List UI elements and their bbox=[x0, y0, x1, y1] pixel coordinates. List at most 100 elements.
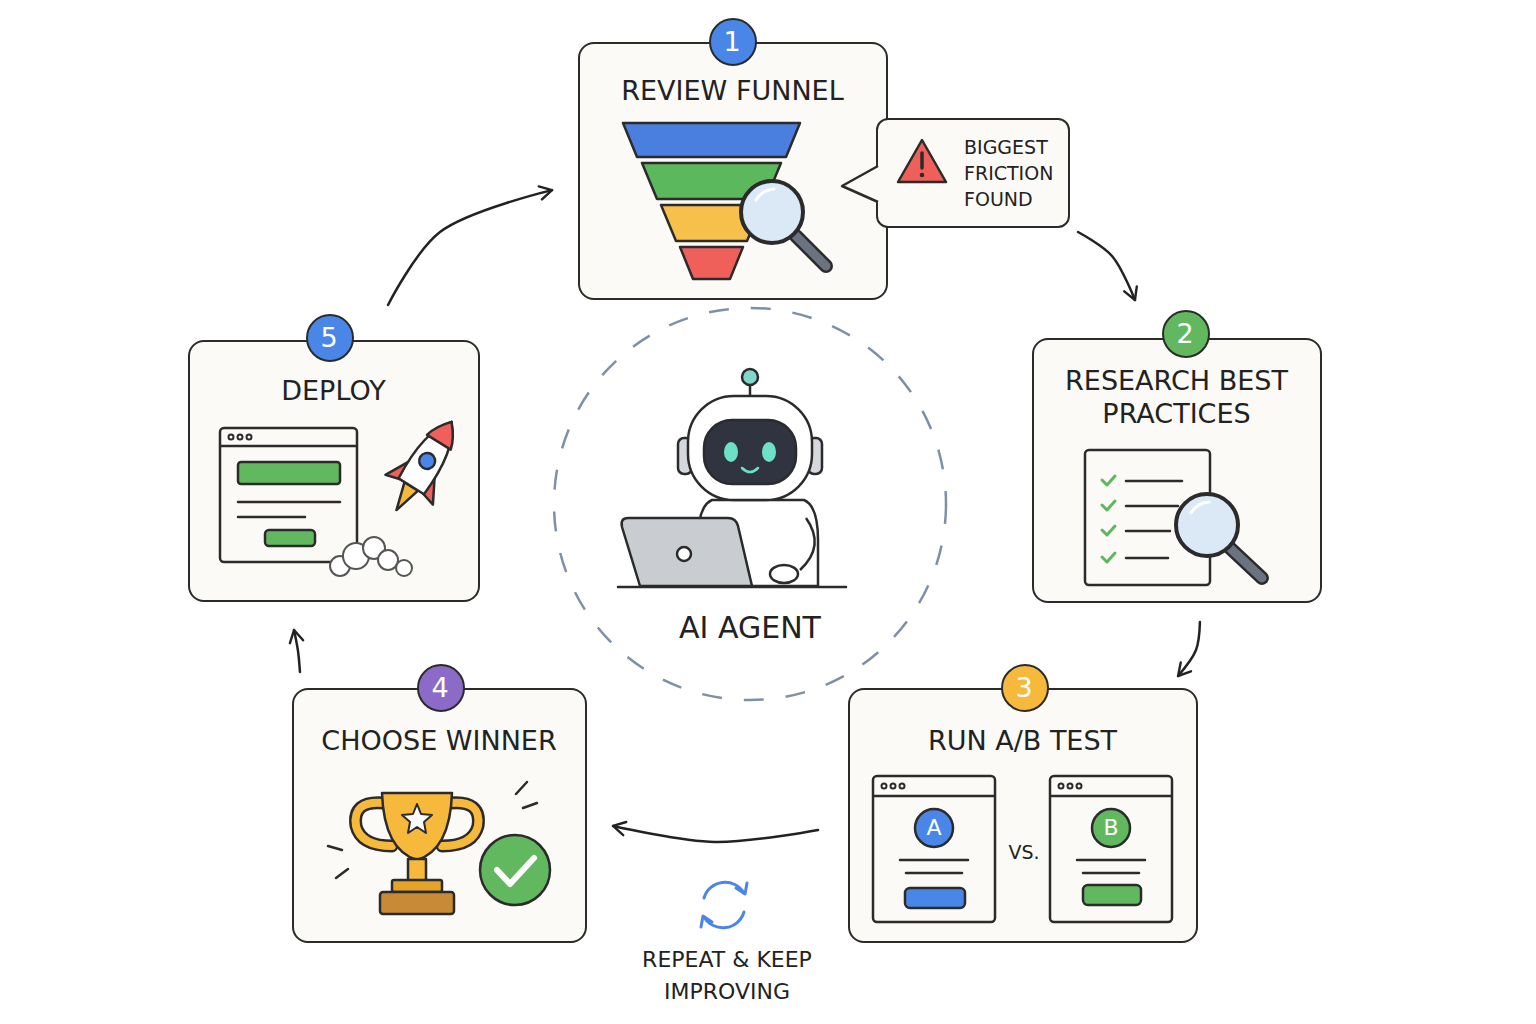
variant-window bbox=[873, 776, 995, 922]
variant-window bbox=[1077, 859, 1145, 862]
step-box: 1REVIEW FUNNEL bbox=[578, 42, 888, 300]
funnel-icon bbox=[642, 163, 781, 199]
robot-icon bbox=[688, 396, 812, 500]
variant-window bbox=[1050, 776, 1172, 922]
step-box: 4CHOOSE WINNER bbox=[292, 688, 587, 943]
repeat-icon bbox=[736, 883, 747, 894]
browser-window-icon bbox=[265, 530, 315, 546]
step-number-badge: 5 bbox=[306, 314, 354, 362]
robot-icon bbox=[698, 500, 818, 586]
rocket-icon bbox=[398, 414, 465, 495]
node-title: RESEARCH BEST PRACTICES bbox=[1047, 364, 1307, 430]
variant-window bbox=[1050, 795, 1172, 798]
step-box: 5DEPLOY bbox=[188, 340, 480, 602]
magnifier-icon bbox=[1230, 548, 1262, 578]
magnifier-icon bbox=[1191, 502, 1209, 513]
sparkle-lines bbox=[516, 782, 527, 794]
variant-window bbox=[1092, 809, 1130, 847]
cycle-arrow bbox=[613, 826, 818, 842]
robot-icon bbox=[770, 565, 798, 583]
smoke-cloud bbox=[343, 543, 369, 569]
text-line bbox=[1126, 481, 1182, 558]
sparkle-lines bbox=[523, 803, 537, 808]
variant-letter: A bbox=[915, 809, 953, 847]
node-title: RUN A/B TEST bbox=[850, 723, 1195, 759]
repeat-icon bbox=[704, 882, 744, 898]
text-line bbox=[1126, 557, 1168, 560]
check-badge-icon bbox=[497, 858, 534, 884]
text-line bbox=[1126, 480, 1182, 483]
browser-window-icon bbox=[220, 428, 357, 562]
magnifier-icon bbox=[741, 181, 826, 266]
magnifier-icon bbox=[741, 181, 803, 243]
smoke-cloud bbox=[396, 560, 412, 576]
robot-icon bbox=[677, 547, 691, 561]
variant-window bbox=[905, 888, 965, 908]
repeat-icon bbox=[701, 882, 747, 928]
variant-window bbox=[1068, 784, 1073, 789]
warning-icon bbox=[898, 140, 946, 182]
robot-icon bbox=[800, 518, 815, 570]
trophy-icon bbox=[382, 793, 452, 860]
repeat-icon bbox=[704, 912, 744, 928]
magnifier-icon bbox=[1230, 548, 1262, 578]
browser-window-icon bbox=[220, 428, 357, 562]
sparkle-lines bbox=[336, 869, 348, 878]
cycle-arrow bbox=[1078, 232, 1135, 300]
robot-icon bbox=[704, 420, 796, 484]
wrap-spacer bbox=[807, 976, 842, 1008]
trophy-icon bbox=[356, 803, 392, 846]
browser-window-icon bbox=[238, 462, 340, 484]
node-title: DEPLOY bbox=[190, 373, 477, 409]
callout-text: BIGGEST FRICTION FOUND bbox=[964, 134, 1068, 212]
robot-icon bbox=[622, 518, 752, 586]
check-badge-icon bbox=[480, 835, 550, 905]
variant-window bbox=[906, 872, 962, 875]
robot-icon bbox=[618, 369, 846, 587]
check-mark bbox=[1102, 553, 1115, 562]
variant-window bbox=[873, 795, 995, 798]
variant-window bbox=[873, 776, 995, 922]
warning-icon bbox=[898, 140, 946, 182]
funnel-icon bbox=[623, 123, 800, 157]
rocket-icon bbox=[390, 482, 418, 514]
funnel-icon bbox=[623, 123, 800, 279]
browser-window-icon bbox=[220, 445, 357, 448]
step-number-badge: 2 bbox=[1162, 310, 1210, 358]
wrap-spacer bbox=[1047, 397, 1071, 430]
step-number: 3 bbox=[1003, 666, 1046, 709]
checklist-icon bbox=[1085, 450, 1210, 585]
step-number: 2 bbox=[1164, 312, 1207, 355]
rocket-icon bbox=[421, 477, 446, 505]
step-box: 2RESEARCH BEST PRACTICES bbox=[1032, 338, 1322, 603]
robot-icon bbox=[808, 438, 822, 474]
cycle-arrow bbox=[1178, 622, 1200, 676]
trophy-icon bbox=[356, 803, 392, 846]
rocket-icon bbox=[385, 455, 410, 483]
wrap-spacer bbox=[1283, 397, 1307, 430]
check-mark bbox=[1102, 476, 1115, 485]
variant-window bbox=[915, 809, 953, 847]
sparkle-lines bbox=[328, 846, 342, 850]
smoke-cloud bbox=[330, 556, 350, 576]
check-mark bbox=[1102, 526, 1115, 535]
variant-window bbox=[1059, 784, 1064, 789]
trophy-icon bbox=[442, 803, 478, 846]
robot-icon bbox=[742, 468, 758, 472]
browser-window-icon bbox=[229, 435, 234, 440]
text-line bbox=[1126, 505, 1178, 508]
robot-icon bbox=[678, 438, 692, 474]
cycle-arrow bbox=[388, 190, 552, 305]
funnel-icon bbox=[680, 247, 743, 279]
sparkle-lines bbox=[328, 782, 537, 878]
loop-note: REPEAT & KEEP IMPROVING bbox=[612, 944, 842, 1008]
check-mark bbox=[1102, 476, 1115, 562]
step-number: 4 bbox=[419, 666, 462, 709]
browser-window-icon bbox=[238, 435, 243, 440]
node-title: AI AGENT bbox=[552, 608, 948, 648]
variant-window bbox=[1083, 885, 1141, 905]
